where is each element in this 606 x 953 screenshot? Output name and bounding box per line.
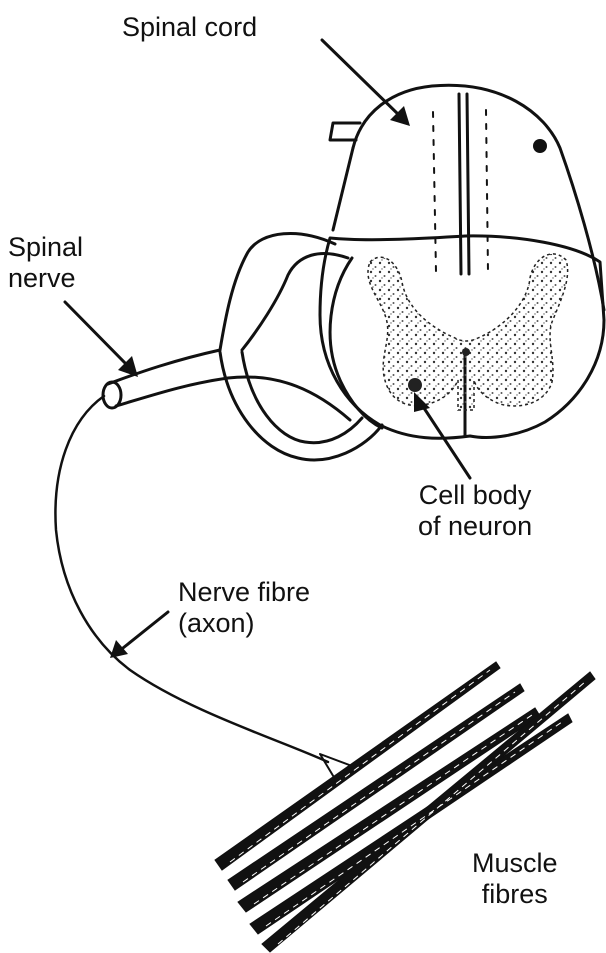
label-cell-body-line1: Cell body: [418, 480, 532, 511]
arrow-nerve-fibre: [118, 612, 168, 652]
arrowhead: [110, 640, 128, 658]
spinal-cord-left-edge: [333, 148, 353, 230]
spinal-nerve-cut-end: [103, 382, 121, 408]
arrow-cell-body: [420, 402, 470, 478]
label-spinal-cord-text: Spinal cord: [122, 12, 257, 43]
label-spinal-nerve-line1: Spinal: [8, 232, 83, 263]
label-spinal-cord: Spinal cord: [122, 12, 257, 43]
label-cell-body: Cell body of neuron: [418, 480, 532, 542]
dashed-line: [486, 110, 488, 272]
fissure-line: [467, 94, 469, 274]
dashed-line: [433, 112, 436, 272]
label-muscle-fibres-line1: Muscle: [472, 848, 558, 879]
label-spinal-nerve: Spinal nerve: [8, 232, 83, 294]
arrow-spinal-cord: [322, 40, 402, 118]
dorsal-root-outer: [220, 234, 335, 350]
cell-body-dot: [408, 378, 422, 392]
label-nerve-fibre-line1: Nerve fibre: [178, 577, 310, 608]
dot: [533, 139, 547, 153]
ventral-root-inner: [242, 352, 362, 443]
label-nerve-fibre-line2: (axon): [178, 608, 310, 639]
fissure-line: [459, 94, 461, 274]
central-canal: [462, 348, 470, 356]
label-spinal-nerve-line2: nerve: [8, 263, 83, 294]
label-nerve-fibre: Nerve fibre (axon): [178, 577, 310, 639]
label-muscle-fibres-line2: fibres: [472, 879, 558, 910]
label-cell-body-line2: of neuron: [418, 511, 532, 542]
label-muscle-fibres: Muscle fibres: [472, 848, 558, 910]
arrow-spinal-nerve: [65, 302, 130, 368]
grey-matter: [368, 254, 568, 410]
